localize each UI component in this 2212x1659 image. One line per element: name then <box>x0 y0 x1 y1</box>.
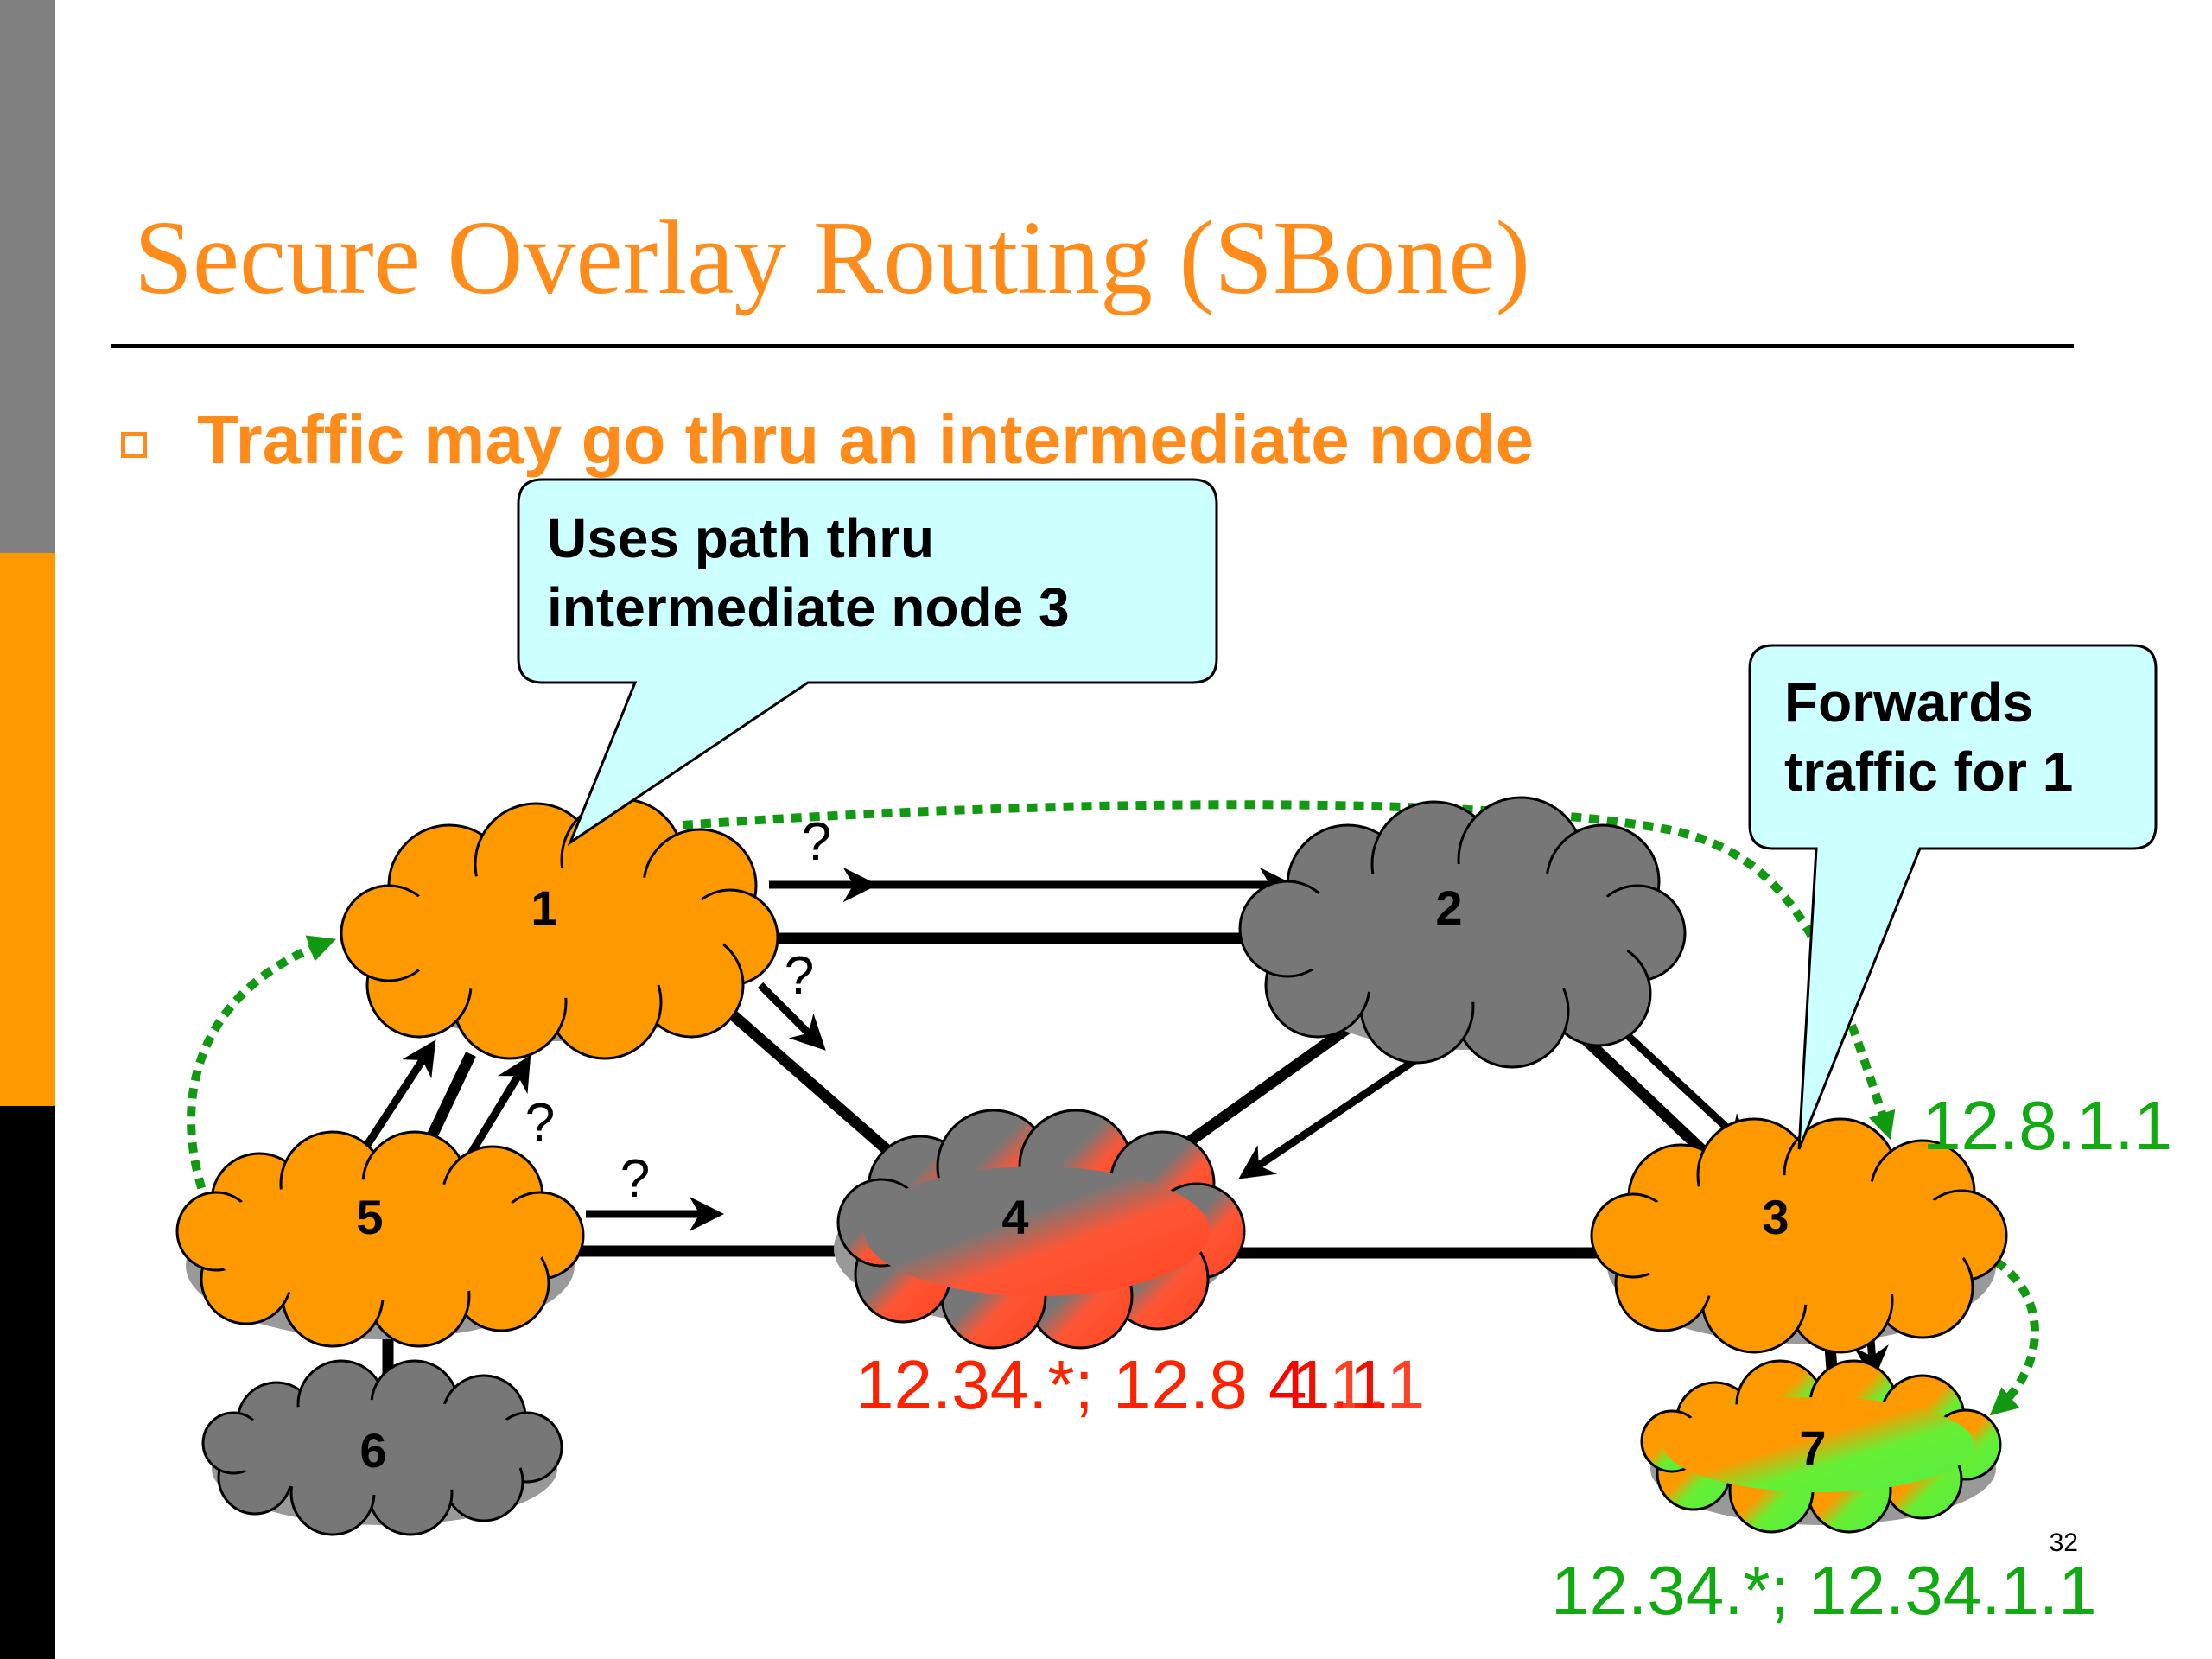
node-5-label: 5 <box>356 1190 383 1244</box>
slide-title: Secure Overlay Routing (SBone) <box>134 200 1531 316</box>
question-mark-3: ? <box>525 1093 555 1153</box>
node-4-address-overlap-b: 1.1 <box>1292 1346 1388 1423</box>
question-mark-1: ? <box>802 812 831 872</box>
question-mark-4: ? <box>620 1149 650 1209</box>
svg-text:Uses path thru intermedi: Uses path thru intermediate node 3 <box>547 507 1070 639</box>
arrow-5-1-b <box>467 1055 531 1156</box>
cloud-node-5: 5 <box>175 1130 585 1348</box>
callout-right-line1: Forwards <box>1784 671 2033 734</box>
question-mark-2: ? <box>785 946 814 1006</box>
edge-2-4 <box>1163 1023 1351 1163</box>
node-3-label: 3 <box>1762 1190 1789 1244</box>
callout-left-line2: intermediate node 3 <box>547 576 1070 639</box>
node-1-label: 1 <box>531 880 557 935</box>
node-6-label: 6 <box>359 1423 386 1478</box>
node-7-label: 7 <box>1799 1421 1826 1475</box>
node-4-address-overlap-c: 1.1 <box>1329 1346 1425 1423</box>
cloud-node-3: 3 <box>1590 1117 2008 1354</box>
page-number: 32 <box>2050 1529 2078 1557</box>
callout-left-line1: Uses path thru <box>547 507 934 569</box>
path-3-to-7 <box>1989 1257 2039 1416</box>
bullet-square-icon <box>121 432 147 458</box>
sidebar-gray-band <box>0 0 55 553</box>
cloud-node-6: 6 <box>201 1359 563 1536</box>
edge-5-1 <box>423 1052 476 1147</box>
node-4-label: 4 <box>1001 1190 1028 1244</box>
callout-right: Forwards traffic for 1 <box>1748 644 2158 1150</box>
node-4-address-part2: 12.8 <box>1113 1346 1248 1423</box>
sidebar-orange-band <box>0 553 55 1106</box>
slide-sidebar <box>0 0 55 1659</box>
node-4-address-part1: 12.34.*; <box>855 1346 1113 1423</box>
cloud-node-4: 4 <box>834 1109 1246 1350</box>
cloud-node-1: 1 <box>340 798 779 1060</box>
node-4-address-overlap-a: 4 <box>1268 1346 1307 1423</box>
callout-right-line2: traffic for 1 <box>1784 741 2073 803</box>
sidebar-black-band <box>0 1106 55 1659</box>
node-7-address: 12.34.*; 12.34.1.1 <box>1551 1552 2097 1629</box>
bullet-text: Traffic may go thru an intermediate node <box>197 401 1534 478</box>
svg-text:Forwards traffic for 1: Forwards traffic for 1 <box>1784 671 2073 803</box>
arrow-2-4 <box>1238 1044 1437 1179</box>
cloud-node-2: 2 <box>1238 796 1687 1069</box>
node-3-address: 12.8.1.1 <box>1923 1087 2172 1164</box>
cloud-node-7: 7 <box>1640 1359 2002 1534</box>
path-5-to-1 <box>187 935 337 1207</box>
node-4-address: 12.34.*; 12.8 <box>855 1346 1248 1423</box>
arrow-1-4 <box>757 982 826 1051</box>
edge-1-4 <box>704 989 920 1179</box>
arrow-5-1-a <box>364 1039 436 1147</box>
node-2-label: 2 <box>1435 880 1462 935</box>
callout-left: Uses path thru intermediate node 3 <box>517 478 1218 846</box>
title-divider <box>111 344 2074 348</box>
